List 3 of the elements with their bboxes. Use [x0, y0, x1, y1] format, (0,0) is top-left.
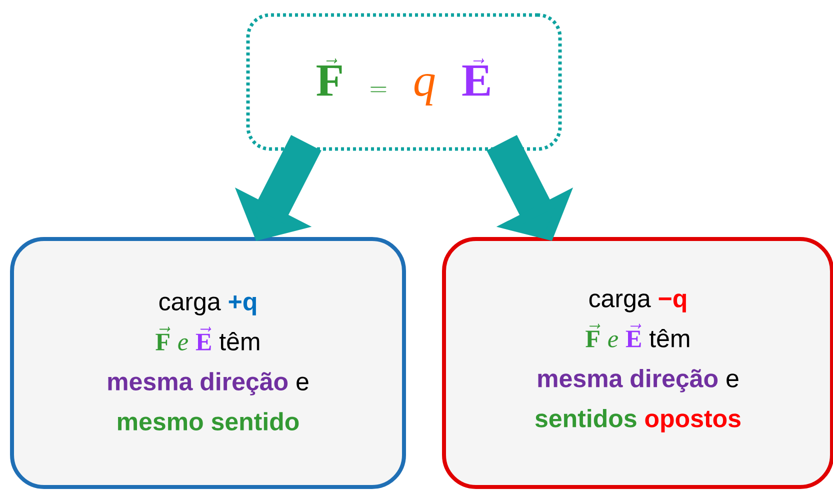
- formula-box: $\vec{\mathbf{F}}$ $=$ $\mathit{q}$ $\vec{\mathbf{E}}$: [246, 13, 562, 151]
- charge-box: carga −q $\vec{\mathbf{F}}$ $\mathit{e}$ $\vec{\mathbf{E}}$ têm mesma direção e sentidos opostos: [442, 237, 833, 489]
- charge-box: carga +q $\vec{\mathbf{F}}$ $\mathit{e}$ $\vec{\mathbf{E}}$ têm mesma direção e mesmo sentido: [10, 237, 406, 489]
